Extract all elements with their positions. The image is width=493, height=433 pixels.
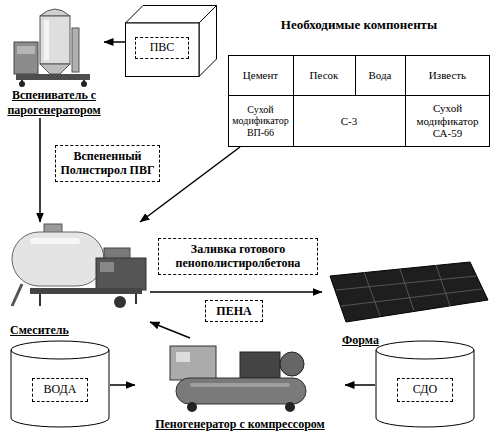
mixer-illustration-part [100,262,114,272]
flow-label: Вспененный Полистирол ПВГ [55,145,160,182]
mixer-illustration-part [12,284,22,306]
foam-generator-illustration-part [190,383,290,387]
mixer-illustration-part [39,294,41,306]
mixer-illustration-part [30,288,142,294]
foamer-illustration-part [17,46,35,54]
sdo-tank: СДО [375,340,475,428]
outline-part [293,55,294,147]
flow-label: Заливка готового пенополистиролбетона [158,238,318,275]
foamer-unit: Вспениватель с парогенератором [4,4,104,118]
outline-part [229,56,490,147]
mixer-illustration-part [96,258,146,290]
outline-part [405,55,406,147]
foam-generator-unit: Пеногенератор с компрессором [135,338,345,432]
unit-caption: Смеситель [4,323,150,338]
mold-illustration-part [336,276,476,290]
flow-arrow [345,384,375,386]
table-cell: С-3 [293,95,405,147]
mixer-illustration-part [135,294,137,304]
foamer-illustration-part [40,9,70,16]
unit-caption: Вспениватель с парогенератором [4,88,104,118]
foamer-illustration-part [81,81,87,87]
foam-generator-illustration-part [187,402,197,412]
foam-generator-illustration-part [280,352,304,376]
foam-generator-illustration-part [285,402,295,412]
mold-illustration-part [400,269,414,311]
outline-part [126,23,200,77]
table-cell: Цемент [228,55,293,95]
outline-part [376,350,474,359]
table-cell: Известь [405,55,490,95]
foamer-illustration-part [40,64,70,74]
mixer-illustration [12,224,146,308]
mixer-illustration-part [30,238,80,244]
table-cell: Вода [355,55,405,95]
foamer-illustration-part [16,74,90,80]
outline-part [11,341,109,427]
table-heading: Необходимые компоненты [228,10,490,40]
foam-generator-illustration-part [176,352,190,362]
mixer-illustration-part [12,232,104,286]
tank-label: ВОДА [32,378,88,402]
foam-generator-illustration-part [176,378,306,404]
flow-arrow [110,384,135,386]
flow-arrow [150,291,322,293]
mold-illustration [330,262,488,322]
flow-arrow [150,322,190,338]
table-cell: Сухой модификатор СА-59 [405,95,490,147]
mixer-unit: Смеситель [4,222,150,338]
outline-part [199,6,217,77]
table-cell: Песок [293,55,355,95]
flow-arrow [39,118,41,222]
outline-part [11,350,109,359]
mixer-illustration-part [114,296,126,308]
mold-illustration-part [364,272,380,316]
mold-unit: Форма [322,258,490,348]
foamer-illustration-part [44,20,49,60]
foamer-illustration-part [14,42,38,74]
foam-generator-illustration [170,346,306,412]
flow-label: ПЕНА [205,300,263,322]
water-tank: ВОДА [10,340,110,428]
foamer-illustration-part [72,28,79,72]
mold-illustration-part [436,265,450,306]
unit-caption: Пеногенератор с компрессором [135,417,345,432]
outline-part [228,95,490,96]
box-label: ПВС [135,37,189,59]
flow-arrow [104,41,125,43]
outline-part [355,55,356,95]
foamer-illustration-part [40,16,70,64]
outline-part [376,341,474,427]
mold-illustration-part [330,262,488,322]
table-cell: Сухой модификатор ВП-66 [228,95,293,147]
components-table: Необходимые компонентыЦементПесокВодаИзв… [228,10,490,147]
pvs-box: ПВС [125,5,217,77]
tank-label: СДО [397,378,453,402]
foamer-illustration-part [19,81,25,87]
mold-illustration-part [341,289,482,306]
foamer-illustration [14,9,90,87]
foam-generator-illustration-part [240,352,280,378]
foam-generator-illustration-part [170,346,216,380]
